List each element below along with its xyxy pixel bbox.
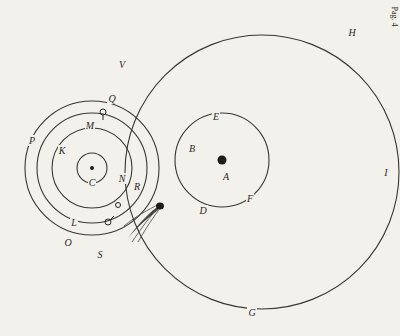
moon-crescent	[175, 158, 181, 170]
comet-orbit-circle	[125, 35, 399, 309]
point-letter: Q	[107, 93, 116, 104]
point-letter: A	[222, 171, 230, 182]
earth-dot	[218, 156, 227, 165]
point-letter: V	[118, 59, 126, 70]
venus-orbit	[37, 113, 147, 223]
sun-center	[90, 166, 94, 170]
moon-orbit-circle	[175, 113, 269, 207]
planet-symbol	[116, 203, 121, 208]
point-letter: I	[383, 167, 388, 178]
point-letter: O	[63, 237, 72, 248]
planet-symbol	[100, 109, 106, 115]
point-letter: G	[247, 307, 256, 318]
page-number: Pag. 4	[388, 6, 399, 28]
point-letter: F	[246, 193, 254, 204]
point-letter: D	[198, 205, 207, 216]
point-letter: R	[133, 181, 141, 192]
point-letter: E	[212, 111, 220, 122]
point-letter: P	[28, 135, 36, 146]
point-letter: N	[118, 173, 127, 184]
point-letter: H	[347, 27, 356, 38]
point-letter: L	[70, 217, 78, 228]
point-letter: K	[58, 145, 67, 156]
point-letter: B	[188, 143, 196, 154]
point-letter: C	[88, 177, 97, 188]
comet	[124, 203, 164, 243]
point-letter: M	[85, 120, 95, 131]
outer-orbit	[25, 101, 159, 235]
point-letter: S	[97, 249, 104, 260]
mercury-orbit	[52, 128, 132, 208]
